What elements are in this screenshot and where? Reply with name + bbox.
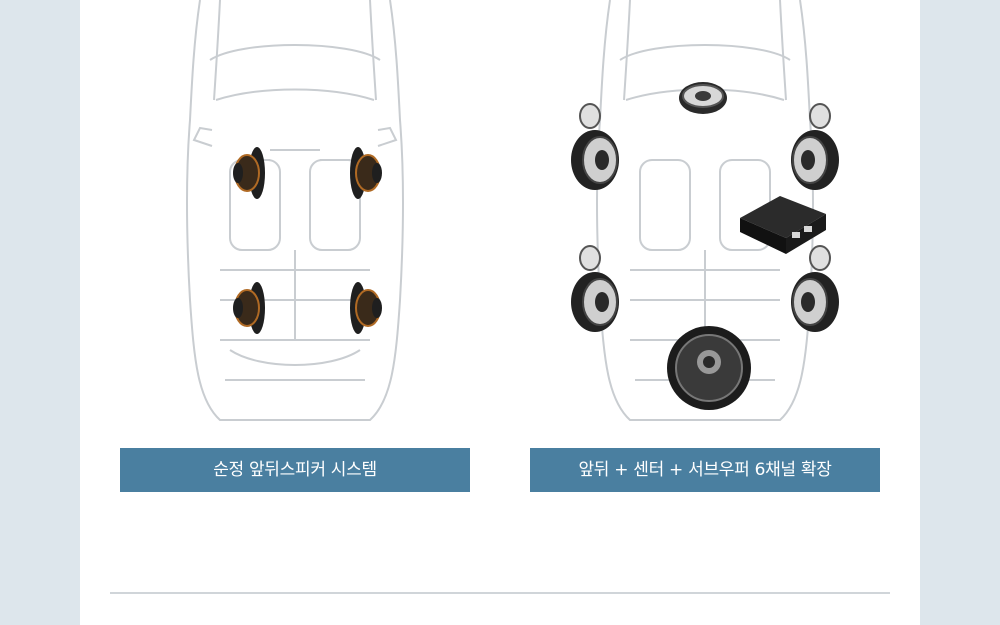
caption-stock-system: 순정 앞뒤스피커 시스템 [120,448,470,492]
subwoofer-icon [667,326,751,410]
speaker-icon [571,245,619,332]
caption-expanded-system: 앞뒤 + 센터 + 서브우퍼 6채널 확장 [530,448,880,492]
speaker-icon [571,103,619,190]
speaker-icon [791,103,839,190]
speaker-icon [350,282,382,334]
car-outline-icon [571,0,839,421]
speaker-icon [233,282,265,334]
amplifier-icon [740,196,826,254]
section-divider [110,592,890,594]
stock-speaker-diagram [120,0,470,440]
car-outline-icon [186,0,404,421]
speaker-icon [350,147,382,199]
center-speaker-icon [679,82,727,114]
speaker-icon [233,147,265,199]
speaker-icon [791,245,839,332]
expanded-6ch-diagram [530,0,880,440]
content-panel: 순정 앞뒤스피커 시스템 앞뒤 + 센터 + 서브우퍼 6채널 확장 [80,0,920,625]
